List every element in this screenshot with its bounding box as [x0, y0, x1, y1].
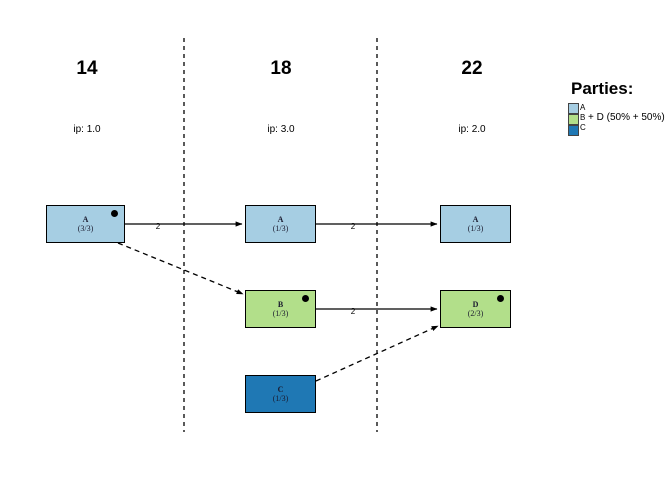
node-d-col3[interactable]: D (2/3): [440, 290, 511, 328]
node-a-col2[interactable]: A (1/3): [245, 205, 316, 243]
column-title-18: 18: [270, 58, 292, 79]
legend-key-a: A: [580, 103, 586, 112]
node-marker-dot: [497, 295, 504, 302]
edge-label-b2-d3: 2: [350, 307, 356, 316]
node-c-col2[interactable]: C (1/3): [245, 375, 316, 413]
node-label: B: [277, 299, 284, 309]
legend-key-b: B: [580, 113, 586, 122]
node-fraction: (3/3): [77, 224, 94, 233]
node-fraction: (2/3): [467, 309, 484, 318]
node-fraction: (1/3): [272, 309, 289, 318]
node-label: C: [277, 384, 284, 394]
edge-label-a1-a2: 2: [155, 222, 161, 231]
node-b-col2[interactable]: B (1/3): [245, 290, 316, 328]
legend-swatch-b: [568, 114, 579, 125]
column-title-14: 14: [76, 58, 98, 79]
node-fraction: (1/3): [272, 224, 289, 233]
node-label: D: [472, 299, 479, 309]
edge-c2-d3-dashed: [315, 325, 439, 382]
node-fraction: (1/3): [467, 224, 484, 233]
column-ip-22: ip: 2.0: [458, 124, 486, 135]
legend-key-c: C: [580, 123, 586, 132]
edge-label-a2-a3: 2: [350, 222, 356, 231]
legend-title: Parties:: [571, 79, 634, 98]
node-label: A: [472, 214, 479, 224]
legend-swatch-a: [568, 103, 579, 114]
column-title-22: 22: [461, 58, 483, 79]
legend-note: + D (50% + 50%): [588, 112, 665, 123]
column-ip-14: ip: 1.0: [73, 124, 101, 135]
legend-swatches: [568, 103, 579, 136]
node-marker-dot: [302, 295, 309, 302]
node-marker-dot: [111, 210, 118, 217]
edge-a1-b2-dashed: [117, 242, 244, 295]
node-label: A: [277, 214, 284, 224]
legend-swatch-c: [568, 125, 579, 136]
node-a-col1[interactable]: A (3/3): [46, 205, 125, 243]
node-a-col3[interactable]: A (1/3): [440, 205, 511, 243]
column-ip-18: ip: 3.0: [267, 124, 295, 135]
node-label: A: [82, 214, 89, 224]
node-fraction: (1/3): [272, 394, 289, 403]
